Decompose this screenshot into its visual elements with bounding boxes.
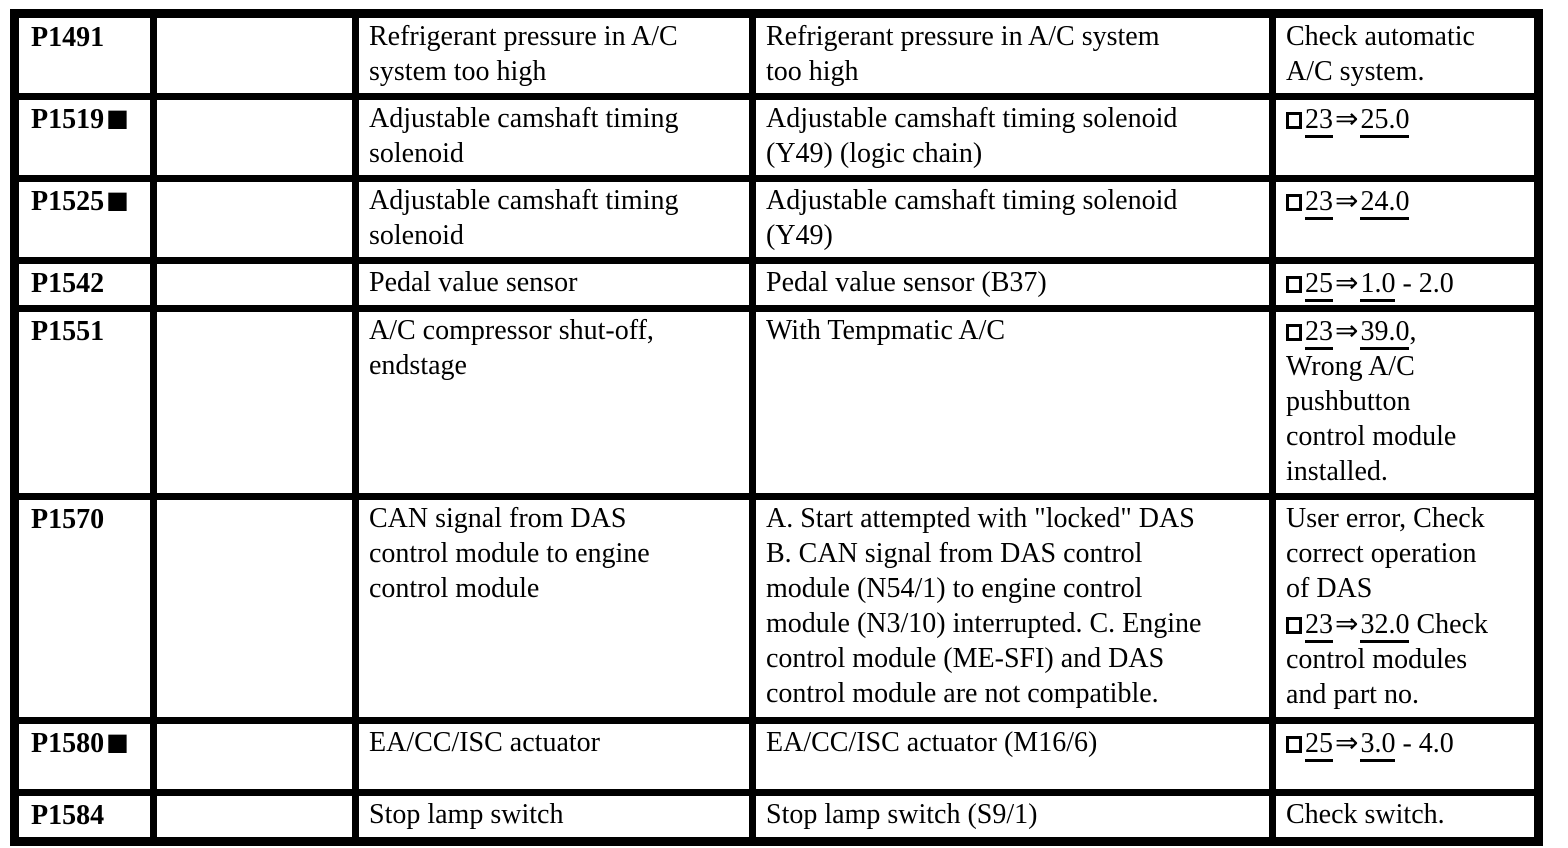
table-row-p1570: P1570 CAN signal from DAS control module…: [11, 493, 1542, 724]
action-cell: 23⇒39.0, Wrong A/C pushbutton control mod…: [1269, 305, 1542, 500]
blank-cell: [150, 10, 359, 100]
fault-description-cell: Adjustable camshaft timing solenoid: [352, 93, 756, 182]
double-arrow-icon: ⇒: [1335, 266, 1359, 300]
action-text: Check switch.: [1286, 799, 1445, 831]
double-arrow-icon: ⇒: [1335, 726, 1359, 760]
dtc-code: P1519: [31, 104, 105, 135]
action-text: ,: [1409, 316, 1417, 347]
reference-link[interactable]: 23: [1305, 104, 1333, 138]
dtc-code: P1570: [31, 504, 105, 535]
table-row-p1551: P1551 A/C compressor shut-off, endstage …: [11, 305, 1542, 500]
reference-link[interactable]: 1.0: [1360, 268, 1396, 302]
stored-code-square-icon: ■: [106, 186, 129, 214]
blank-cell: [150, 257, 359, 312]
blank-cell: [150, 789, 359, 845]
dtc-code: P1491: [31, 22, 105, 53]
dtc-code-cell: P1525■: [11, 175, 157, 264]
open-square-icon: [1286, 194, 1302, 211]
reference-link[interactable]: 24.0: [1360, 186, 1410, 220]
fault-description-cell: EA/CC/ISC actuator: [352, 717, 756, 796]
reference-link[interactable]: 25: [1305, 728, 1333, 762]
double-arrow-icon: ⇒: [1335, 607, 1359, 640]
double-arrow-icon: ⇒: [1335, 102, 1359, 136]
fault-detail-cell: Adjustable camshaft timing solenoid (Y49…: [749, 175, 1276, 264]
action-cell: 23⇒24.0: [1269, 175, 1542, 264]
action-cell: Check switch.: [1269, 789, 1542, 845]
reference-link[interactable]: 32.0: [1360, 609, 1410, 643]
dtc-code-cell: P1551: [11, 305, 157, 500]
action-text: Wrong A/C pushbutton control module inst…: [1286, 351, 1457, 487]
action-cell: Check automatic A/C system.: [1269, 10, 1542, 100]
dtc-code: P1542: [31, 268, 105, 299]
blank-cell: [150, 175, 359, 264]
table-row-p1519: P1519■ Adjustable camshaft timing soleno…: [11, 93, 1542, 182]
action-text: Check control modules and part no.: [1286, 609, 1488, 710]
table-row-p1584: P1584 Stop lamp switch Stop lamp switch …: [11, 789, 1542, 845]
table-row-p1542: P1542 Pedal value sensor Pedal value sen…: [11, 257, 1542, 312]
action-cell: 23⇒25.0: [1269, 93, 1542, 182]
dtc-table: P1491 Refrigerant pressure in A/C system…: [10, 9, 1543, 846]
dtc-code: P1551: [31, 316, 105, 347]
dtc-code-cell: P1519■: [11, 93, 157, 182]
blank-cell: [150, 305, 359, 500]
fault-detail-cell: With Tempmatic A/C: [749, 305, 1276, 500]
fault-description-cell: Pedal value sensor: [352, 257, 756, 312]
dtc-code-cell: P1491: [11, 10, 157, 100]
action-text: User error, Check correct operation of D…: [1286, 503, 1485, 605]
table-row-p1491: P1491 Refrigerant pressure in A/C system…: [11, 10, 1542, 100]
reference-link[interactable]: 39.0: [1360, 316, 1410, 350]
stored-code-square-icon: ■: [106, 728, 129, 756]
dtc-code-cell: P1570: [11, 493, 157, 724]
fault-description-cell: Stop lamp switch: [352, 789, 756, 845]
reference-link[interactable]: 25.0: [1360, 104, 1410, 138]
stored-code-square-icon: ■: [106, 104, 129, 132]
dtc-code: P1584: [31, 800, 105, 831]
action-cell: 25⇒3.0 - 4.0: [1269, 717, 1542, 796]
blank-cell: [150, 93, 359, 182]
dtc-code: P1580: [31, 728, 105, 759]
double-arrow-icon: ⇒: [1335, 314, 1359, 348]
fault-description-cell: A/C compressor shut-off, endstage: [352, 305, 756, 500]
open-square-icon: [1286, 112, 1302, 129]
dtc-code: P1525: [31, 186, 105, 217]
fault-detail-cell: EA/CC/ISC actuator (M16/6): [749, 717, 1276, 796]
action-text: - 4.0: [1395, 728, 1454, 759]
open-square-icon: [1286, 324, 1302, 341]
table-row-p1580: P1580■ EA/CC/ISC actuator EA/CC/ISC actu…: [11, 717, 1542, 796]
reference-link[interactable]: 25: [1305, 268, 1333, 302]
action-cell: User error, Check correct operation of D…: [1269, 493, 1542, 724]
dtc-code-cell: P1542: [11, 257, 157, 312]
fault-detail-cell: Refrigerant pressure in A/C system too h…: [749, 10, 1276, 100]
reference-link[interactable]: 23: [1305, 609, 1333, 643]
fault-description-cell: CAN signal from DAS control module to en…: [352, 493, 756, 724]
action-text: - 2.0: [1395, 268, 1454, 299]
fault-description-cell: Refrigerant pressure in A/C system too h…: [352, 10, 756, 100]
double-arrow-icon: ⇒: [1335, 184, 1359, 218]
dtc-code-cell: P1584: [11, 789, 157, 845]
table-row-p1525: P1525■ Adjustable camshaft timing soleno…: [11, 175, 1542, 264]
fault-description-cell: Adjustable camshaft timing solenoid: [352, 175, 756, 264]
action-text: Check automatic A/C system.: [1286, 21, 1475, 87]
open-square-icon: [1286, 617, 1302, 634]
blank-cell: [150, 493, 359, 724]
fault-detail-cell: Stop lamp switch (S9/1): [749, 789, 1276, 845]
dtc-code-cell: P1580■: [11, 717, 157, 796]
open-square-icon: [1286, 276, 1302, 293]
fault-detail-cell: A. Start attempted with "locked" DAS B. …: [749, 493, 1276, 724]
fault-detail-cell: Adjustable camshaft timing solenoid (Y49…: [749, 93, 1276, 182]
reference-link[interactable]: 3.0: [1360, 728, 1396, 762]
blank-cell: [150, 717, 359, 796]
reference-link[interactable]: 23: [1305, 316, 1333, 350]
action-cell: 25⇒1.0 - 2.0: [1269, 257, 1542, 312]
fault-detail-cell: Pedal value sensor (B37): [749, 257, 1276, 312]
open-square-icon: [1286, 736, 1302, 753]
reference-link[interactable]: 23: [1305, 186, 1333, 220]
